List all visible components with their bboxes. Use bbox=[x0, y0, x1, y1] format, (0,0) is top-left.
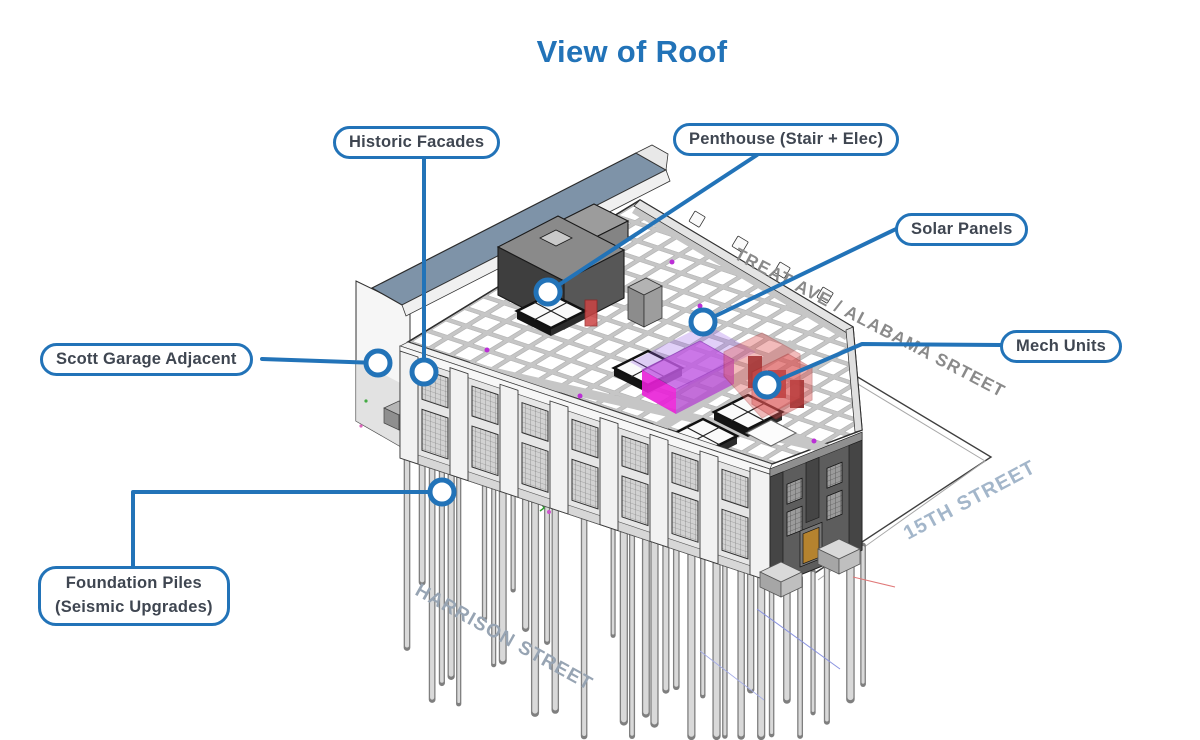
pile-caps bbox=[699, 538, 896, 701]
callout-label: Historic Facades bbox=[349, 133, 485, 151]
callout-label: Solar Panels bbox=[911, 220, 1013, 238]
roof-chimney bbox=[627, 277, 663, 328]
callout-leaders bbox=[131, 152, 1003, 570]
callout-mech-units: Mech Units bbox=[1000, 330, 1123, 364]
leader-dot-historic-facades bbox=[409, 357, 439, 387]
callout-label-line2: (Seismic Upgrades) bbox=[55, 597, 213, 616]
callout-label: Mech Units bbox=[1016, 337, 1107, 355]
street-label-15th-street: 15TH STREET bbox=[900, 456, 1040, 544]
callout-label: Scott Garage Adjacent bbox=[56, 350, 237, 368]
penthouse-structure bbox=[496, 203, 663, 330]
mech-unit-magenta-highlight bbox=[630, 324, 756, 414]
entry-door bbox=[802, 526, 820, 565]
historic-front-facade bbox=[399, 345, 771, 582]
callout-historic-facades: Historic Facades bbox=[333, 126, 501, 160]
leader-mech-units bbox=[765, 342, 1003, 387]
leader-foundation-piles bbox=[131, 490, 444, 570]
leader-dot-solar-panels bbox=[688, 307, 718, 337]
callout-scott-garage: Scott Garage Adjacent bbox=[40, 343, 253, 377]
leader-dot-penthouse bbox=[533, 277, 563, 307]
callout-solar-panels: Solar Panels bbox=[895, 213, 1029, 247]
foundation-piles-group bbox=[403, 455, 866, 740]
leader-solar-panels bbox=[701, 227, 898, 324]
callout-foundation-piles: Foundation Piles (Seismic Upgrades) bbox=[38, 566, 230, 626]
callout-penthouse: Penthouse (Stair + Elec) bbox=[673, 123, 900, 157]
page-title: View of Roof bbox=[536, 34, 728, 69]
roof-markers bbox=[484, 259, 817, 444]
leader-scott-garage bbox=[260, 357, 380, 365]
roof-units bbox=[484, 259, 817, 514]
callout-label: Penthouse (Stair + Elec) bbox=[689, 130, 884, 148]
callout-label-line1: Foundation Piles bbox=[65, 574, 202, 592]
leader-dot-foundation-piles bbox=[427, 477, 457, 507]
leader-dot-scott-garage bbox=[363, 348, 393, 378]
flat-skylight bbox=[744, 419, 798, 447]
leader-dot-mech-units bbox=[752, 370, 782, 400]
ground-plane-outline bbox=[795, 339, 993, 581]
leader-penthouse bbox=[546, 153, 759, 294]
